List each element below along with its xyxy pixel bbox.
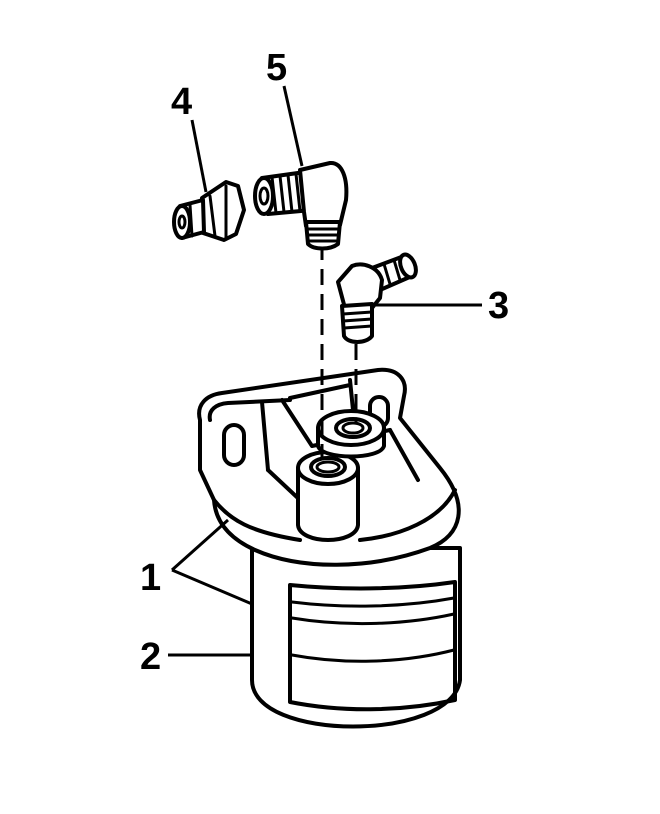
flare-nut-part4 [172,180,246,242]
leader-line-1b [171,568,253,606]
elbow3-body [336,262,384,314]
elbow5-horizontal-end [253,176,275,216]
elbow3-thread [340,302,374,344]
flare-nut-bore [177,214,187,230]
flare-nut-end [172,204,192,240]
elbow-fitting-part3 [336,252,418,344]
elbow5-horizontal-bore [258,186,270,206]
canister-body [250,546,462,729]
flare-nut-hex-edges [208,184,228,240]
canister-band-line-2 [290,648,456,663]
head-lower-rim [212,488,457,542]
left-mounting-slot [222,423,246,467]
leader-line-1a [171,518,229,572]
elbow3-barb-ridges [382,258,402,286]
bracket-side-face [266,428,420,502]
canister-band-line-3 [290,596,456,608]
elbow5-vertical-thread-lines [305,227,341,243]
rear-port-bore [334,417,372,439]
canister-band-line-1 [290,612,456,626]
front-port-boss [296,466,360,542]
callout-5: 5 [266,47,287,89]
elbow3-thread-lines [341,310,374,330]
elbow5-body [298,161,349,228]
filter-head-assembly [197,367,461,567]
canister-label-band [288,580,457,712]
callout-2: 2 [140,636,161,678]
callout-3: 3 [488,285,509,327]
bracket-inner-face [260,378,392,472]
filter-canister [250,546,462,729]
rear-port-thread [341,421,365,435]
callout-1: 1 [140,557,161,599]
elbow3-barb-end [398,252,418,280]
flare-nut-flare-ring [188,203,194,238]
leader-line-4 [190,119,208,193]
leader-line-5 [282,85,304,167]
left-mounting-ear [207,398,292,422]
front-port-thread [315,460,341,474]
callout-4: 4 [171,81,192,123]
elbow-fitting-part5 [253,161,349,251]
